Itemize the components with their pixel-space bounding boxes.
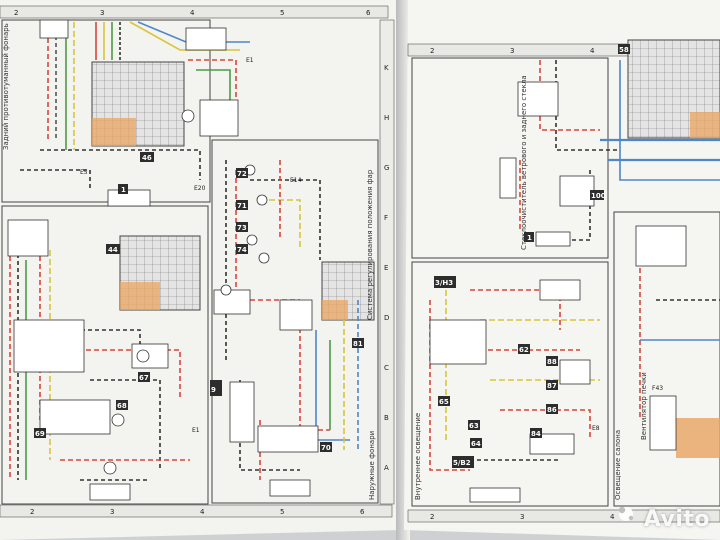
ruler-num: 3: [110, 508, 114, 516]
ruler-num: 6: [366, 9, 371, 17]
section-title: Стеклоочиститель ветрового и заднего сте…: [520, 75, 528, 250]
terminal-label: E20: [194, 185, 206, 192]
ruler-num: 2: [430, 47, 434, 55]
block-tag: 46: [142, 154, 152, 162]
ruler-num: 2: [30, 508, 34, 516]
svg-text:E: E: [384, 264, 388, 272]
svg-text:B: B: [384, 414, 389, 422]
block-tag: 58: [619, 46, 629, 54]
block-tag: 86: [547, 406, 557, 414]
terminal-label: E1: [192, 427, 200, 434]
section-title: Наружные фонари: [368, 431, 376, 500]
block-tag: 1: [121, 186, 126, 194]
block-tag: 73: [237, 224, 247, 232]
block-tag: 67: [139, 374, 149, 382]
block-tag: 1: [527, 234, 532, 242]
watermark: Avito: [643, 507, 710, 532]
ruler-num: 3: [520, 513, 524, 521]
avito-logo-icon: [618, 506, 634, 521]
terminal-label: E1: [246, 57, 254, 64]
block-tag: 74: [237, 246, 247, 254]
block-tag: 87: [547, 382, 557, 390]
ruler-num: 5: [280, 508, 284, 516]
block-tag: 44: [108, 246, 118, 254]
ruler-num: 2: [14, 9, 18, 17]
block-tag: 100: [591, 192, 606, 200]
ruler-num: 4: [590, 47, 595, 55]
ruler-num: 4: [190, 9, 195, 17]
section-title: Освещение салона: [614, 430, 622, 500]
section-title: Внутреннее освещение: [414, 413, 422, 500]
block-tag: 81: [353, 340, 363, 348]
block-tag: 9: [211, 386, 216, 394]
svg-text:F: F: [384, 214, 388, 222]
section-title: Вентилятор печки: [640, 372, 648, 440]
ruler-num: 6: [360, 508, 365, 516]
section-title: Задний противотуманный фонарь: [2, 23, 10, 150]
svg-text:C: C: [384, 364, 389, 372]
terminal-label: F43: [652, 385, 663, 392]
svg-text:K: K: [384, 64, 389, 72]
ruler-num: 5: [280, 9, 284, 17]
svg-text:G: G: [384, 164, 389, 172]
ruler-num: 4: [200, 508, 205, 516]
svg-text:D: D: [384, 314, 389, 322]
block-tag: 63: [469, 422, 479, 430]
block-tag: 3/H3: [435, 279, 453, 287]
block-tag: 72: [237, 170, 247, 178]
svg-text:H: H: [384, 114, 389, 122]
block-tag: 62: [519, 346, 529, 354]
terminal-label: E8: [592, 425, 600, 432]
block-tag: 88: [547, 358, 557, 366]
terminal-label: E14: [290, 177, 302, 184]
block-tag: 71: [237, 202, 247, 210]
svg-text:A: A: [384, 464, 389, 472]
ruler-num: 2: [430, 513, 434, 521]
block-tag: 64: [471, 440, 481, 448]
ruler-num: 3: [510, 47, 514, 55]
left-page: 2 3 4 5 6 2 3 4 5 6 K H G F E D C B A: [0, 0, 402, 540]
ruler-num: 4: [610, 513, 615, 521]
block-tag: 70: [321, 444, 331, 452]
block-tag: 5/B2: [453, 459, 471, 467]
block-tag: 84: [531, 430, 541, 438]
ruler-num: 3: [100, 9, 104, 17]
terminal-label: E5: [80, 169, 88, 176]
block-tag: 69: [35, 430, 45, 438]
block-tag: 65: [439, 398, 449, 406]
block-tag: 68: [117, 402, 127, 410]
right-page: 2 3 4 5 2 3 4: [404, 0, 720, 540]
section-title: Система регулирования положения фар: [366, 169, 374, 320]
